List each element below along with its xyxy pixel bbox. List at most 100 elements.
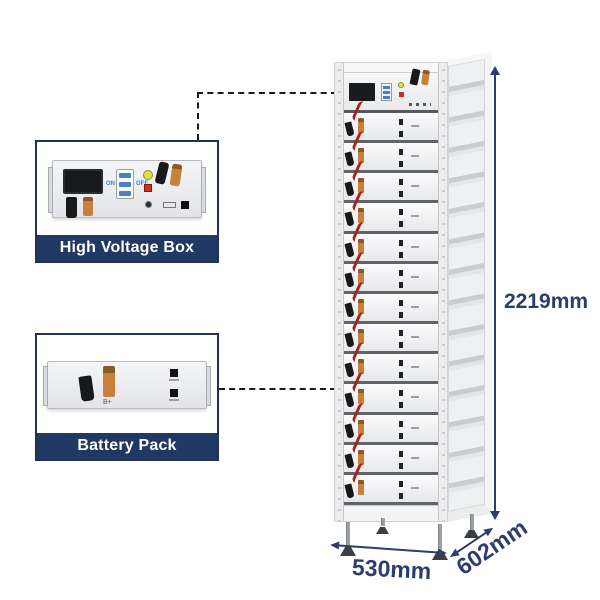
comm-port-top bbox=[399, 179, 403, 186]
comm-port-bottom bbox=[399, 432, 403, 439]
port-label-line bbox=[411, 396, 419, 399]
display-screen bbox=[349, 83, 375, 101]
orange-connector bbox=[358, 148, 364, 164]
port-label-line bbox=[411, 125, 419, 127]
rack-foot-front-right bbox=[432, 524, 448, 560]
battery-module-row bbox=[335, 250, 447, 294]
callout-card-high-voltage-box: ON OFF High Voltage Box bbox=[35, 140, 219, 263]
port-label-line bbox=[411, 366, 419, 369]
arrowhead-up bbox=[490, 66, 500, 75]
comm-port-bottom bbox=[399, 462, 403, 469]
port-label-line bbox=[411, 336, 419, 339]
comm-port-top bbox=[399, 239, 403, 246]
battery-module-row bbox=[335, 190, 447, 234]
yellow-button bbox=[398, 82, 404, 88]
comm-port bbox=[181, 201, 189, 209]
rack-high-voltage-unit bbox=[335, 68, 447, 113]
port-label-line bbox=[169, 379, 179, 381]
comm-port-bottom bbox=[399, 191, 403, 198]
black-connector bbox=[409, 68, 421, 86]
round-button bbox=[145, 201, 152, 208]
dimension-label-width: 530mm bbox=[351, 553, 432, 585]
battery-pack-banner: Battery Pack bbox=[37, 433, 217, 459]
battery-module-row bbox=[335, 341, 447, 385]
comm-port-top bbox=[399, 330, 403, 337]
orange-connector bbox=[83, 197, 93, 216]
orange-connector bbox=[420, 69, 431, 86]
port-label-line bbox=[411, 185, 419, 188]
orange-connector-top bbox=[169, 163, 183, 187]
battery-module-stack bbox=[335, 100, 447, 506]
orange-connector bbox=[103, 366, 115, 397]
rack-side-panel bbox=[448, 51, 492, 522]
port-label-line bbox=[411, 456, 419, 459]
comm-port-bottom bbox=[399, 131, 403, 137]
comm-port-top bbox=[399, 119, 403, 125]
orange-connector bbox=[358, 238, 364, 254]
rack-rail-right bbox=[438, 63, 447, 521]
orange-connector bbox=[358, 298, 364, 314]
black-connector bbox=[344, 392, 355, 409]
breaker-off-label: OFF bbox=[136, 181, 148, 187]
battery-module-row bbox=[335, 371, 447, 415]
b-plus-label: B+ bbox=[103, 399, 112, 406]
comm-port-top bbox=[399, 269, 403, 276]
comm-port-bottom bbox=[399, 251, 403, 258]
comm-port-top bbox=[399, 209, 403, 216]
battery-module-row bbox=[335, 461, 447, 506]
orange-connector bbox=[358, 479, 364, 495]
orange-connector bbox=[358, 389, 364, 405]
black-connector bbox=[344, 302, 355, 318]
battery-module-row bbox=[335, 431, 447, 475]
black-connector bbox=[344, 151, 355, 167]
battery-module-row bbox=[335, 311, 447, 355]
comm-port-top bbox=[399, 360, 403, 367]
black-connector bbox=[344, 211, 355, 228]
comm-port-bottom bbox=[399, 311, 403, 318]
orange-connector bbox=[358, 359, 364, 375]
battery-rack bbox=[330, 46, 505, 571]
black-connector bbox=[344, 362, 355, 378]
orange-connector bbox=[358, 329, 364, 345]
dimension-line-height bbox=[494, 73, 496, 518]
comm-port-bottom bbox=[399, 342, 403, 349]
orange-connector bbox=[358, 449, 364, 465]
battery-module-row bbox=[335, 220, 447, 264]
battery-module-row bbox=[335, 281, 447, 325]
comm-port-top bbox=[399, 480, 403, 487]
battery-module-row bbox=[335, 130, 447, 174]
black-connector bbox=[344, 422, 355, 439]
high-voltage-box-banner: High Voltage Box bbox=[37, 235, 217, 261]
mounting-ear-right bbox=[206, 366, 211, 406]
orange-connector bbox=[358, 208, 364, 224]
battery-module-row bbox=[335, 100, 447, 144]
rack-rail-left bbox=[335, 63, 344, 521]
port-row bbox=[409, 103, 431, 106]
orange-connector bbox=[358, 268, 364, 284]
black-connector bbox=[344, 453, 355, 469]
black-connector bbox=[344, 272, 355, 288]
circuit-breaker bbox=[381, 83, 392, 101]
port-label-line bbox=[411, 426, 419, 429]
red-button bbox=[144, 184, 152, 192]
orange-connector bbox=[358, 178, 364, 194]
black-connector bbox=[344, 121, 355, 137]
port-label-line bbox=[411, 275, 419, 278]
hv-callout-line-horizontal bbox=[197, 92, 337, 94]
comm-port-top bbox=[170, 369, 178, 377]
high-voltage-box-panel: ON OFF bbox=[48, 160, 206, 218]
high-voltage-box-photo: ON OFF bbox=[37, 142, 217, 235]
black-connector bbox=[344, 483, 355, 499]
port-label-line bbox=[411, 215, 419, 218]
rack-front-face bbox=[334, 62, 448, 522]
hv-callout-line-vertical bbox=[197, 92, 199, 140]
black-connector bbox=[344, 332, 355, 348]
port-label-line bbox=[411, 486, 419, 489]
orange-connector bbox=[358, 419, 364, 435]
rack-foot-back-left bbox=[376, 518, 389, 534]
callout-card-battery-pack: B+ Battery Pack bbox=[35, 333, 219, 461]
comm-port-top bbox=[399, 450, 403, 457]
comm-port-bottom bbox=[170, 389, 178, 397]
comm-port-top bbox=[399, 149, 403, 156]
